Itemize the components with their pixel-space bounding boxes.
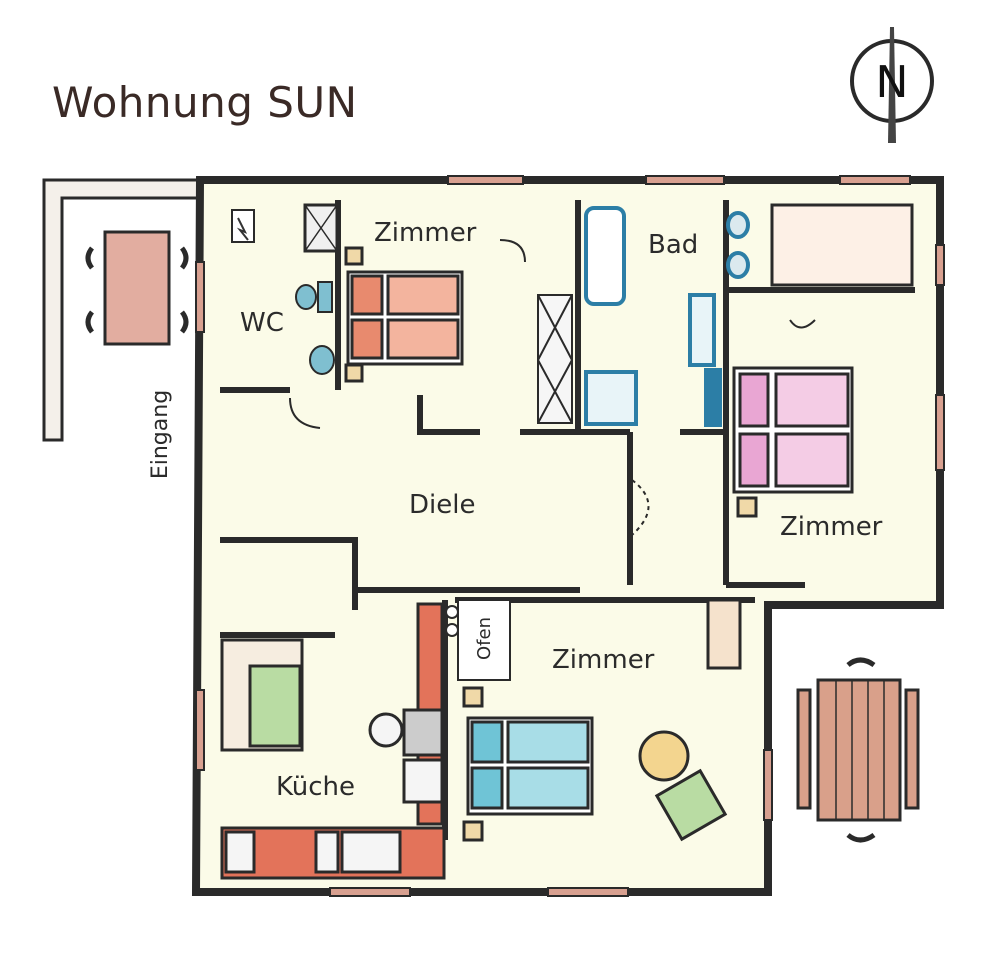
room-label-bad: Bad: [648, 230, 699, 260]
bedroom-bottom-furniture: [462, 598, 742, 842]
room-label-zimmer-top: Zimmer: [374, 218, 477, 248]
kitchen-furniture: [220, 602, 446, 880]
compass-letter: N: [876, 57, 909, 108]
wardrobe-top: [537, 294, 573, 424]
wc-fixtures: [231, 209, 335, 375]
entrance-label: Eingang: [148, 389, 174, 480]
bathroom-fixtures: [584, 206, 750, 427]
room-label-kueche: Küche: [276, 772, 356, 802]
windows: [195, 175, 945, 897]
room-label-zimmer-right: Zimmer: [780, 512, 883, 542]
stove-ofen: [445, 599, 511, 681]
room-label-ofen: Ofen: [474, 617, 495, 660]
outer-walls: [191, 176, 944, 896]
bedroom-top-furniture: [303, 203, 464, 383]
room-label-diele: Diele: [409, 490, 476, 520]
room-label-wc: WC: [240, 308, 284, 338]
room-label-zimmer-bottom: Zimmer: [552, 645, 655, 675]
bedroom-right-furniture: [732, 203, 914, 518]
page-title: Wohnung SUN: [52, 78, 358, 127]
terrace-table-bottom-right: [796, 657, 920, 843]
doors: [289, 239, 816, 536]
north-compass-icon: N: [850, 27, 934, 143]
terrace-table-top-left: [85, 230, 189, 346]
